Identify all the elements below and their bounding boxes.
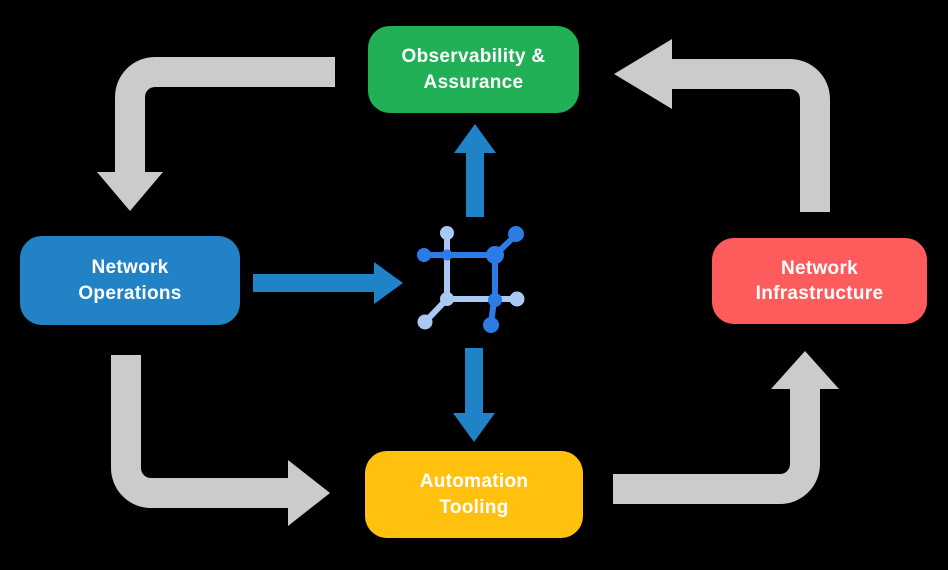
node-label: Network Operations (78, 257, 182, 304)
node-network-operations: Network Operations (20, 236, 240, 325)
network-mesh-icon (417, 226, 525, 333)
node-network-infrastructure: Network Infrastructure (712, 238, 927, 324)
node-observability-assurance: Observability & Assurance (368, 26, 579, 113)
node-label: Observability & Assurance (401, 46, 546, 93)
node-automation-tooling: Automation Tooling (365, 451, 583, 538)
node-label: Automation Tooling (419, 471, 529, 518)
node-label: Network Infrastructure (755, 257, 884, 304)
